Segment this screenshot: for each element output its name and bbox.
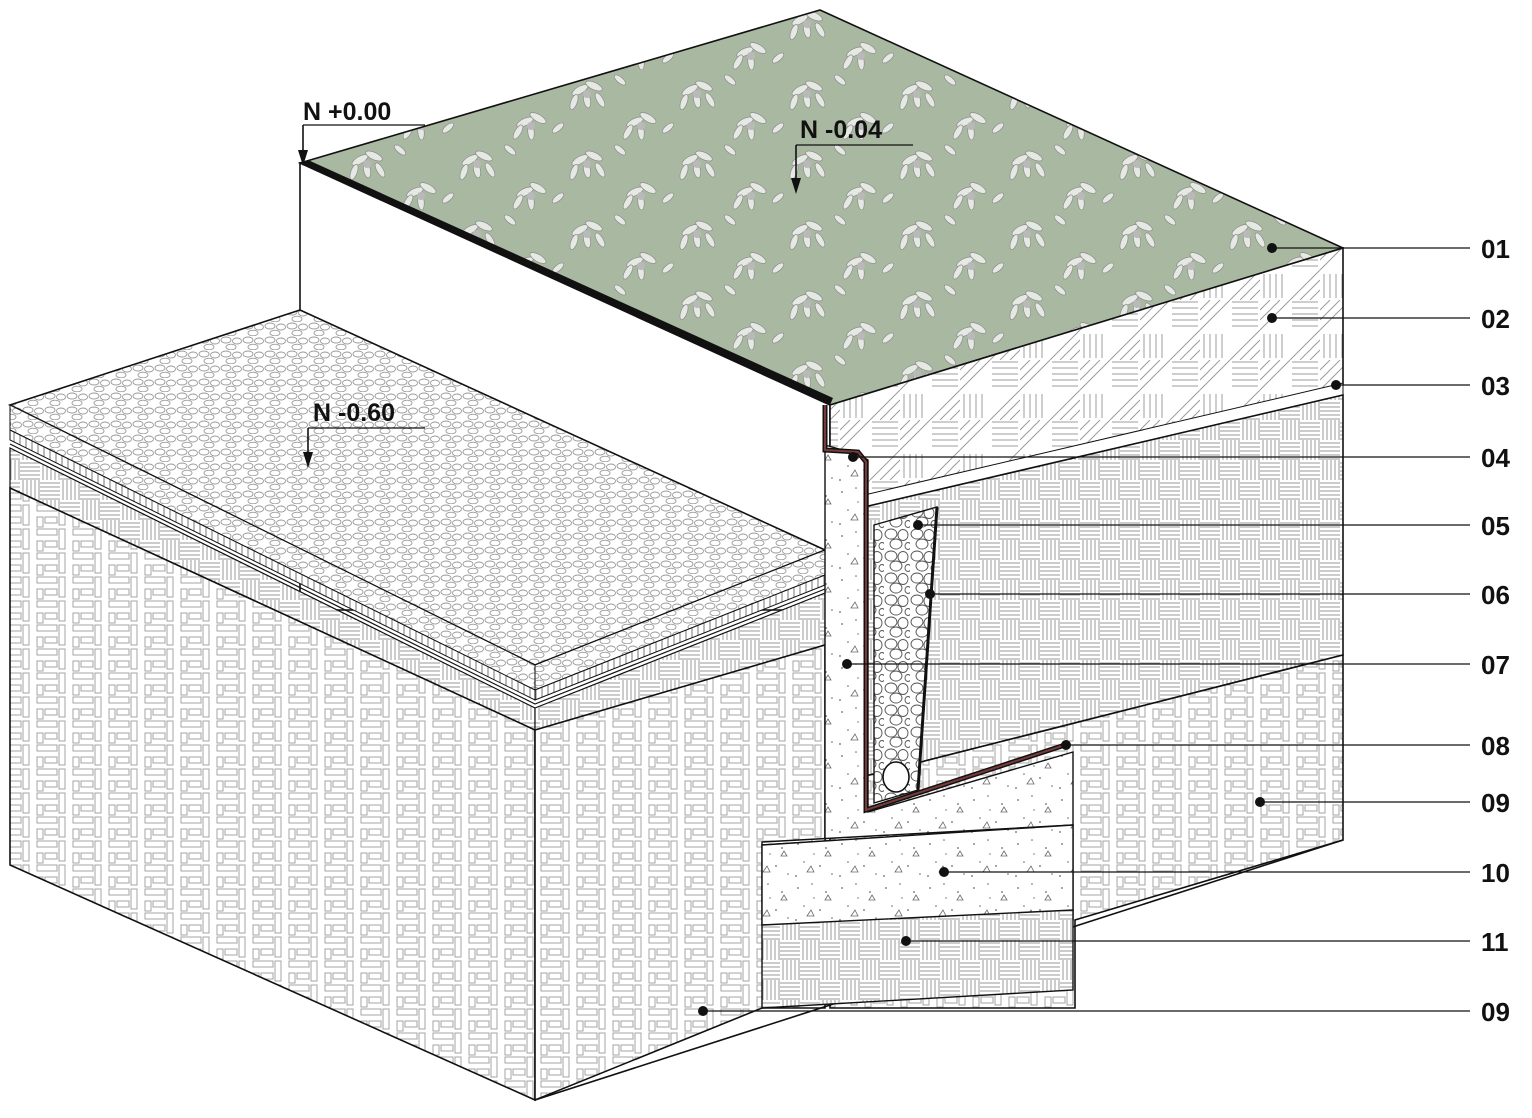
base-layer-11 [761,909,1074,1009]
level-text-n000: N +0.00 [303,98,391,126]
subsoil-left-front [534,643,826,1102]
callout-01: 01 [1267,234,1510,264]
callout-03: 03 [1331,371,1510,401]
svg-text:10: 10 [1481,858,1510,888]
callout-09-upper: 09 [1255,788,1510,818]
svg-text:08: 08 [1481,731,1510,761]
callout-02: 02 [1267,304,1510,334]
svg-text:03: 03 [1481,371,1510,401]
svg-text:09: 09 [1481,997,1510,1027]
svg-text:09: 09 [1481,788,1510,818]
planting-edge [300,160,833,405]
svg-text:06: 06 [1481,580,1510,610]
svg-text:01: 01 [1481,234,1510,264]
callout-06: 06 [925,580,1510,610]
svg-text:05: 05 [1481,511,1510,541]
level-marker-n004: N -0.04 [791,116,913,194]
callout-08: 08 [1061,731,1510,761]
svg-text:07: 07 [1481,650,1510,680]
drainage-sheet [916,506,939,791]
level-text-n004: N -0.04 [800,116,882,144]
level-marker-n060: N -0.60 [303,399,425,468]
level-text-n060: N -0.60 [313,399,395,427]
callout-11: 11 [901,927,1509,957]
drain-pipe [882,761,910,793]
svg-text:11: 11 [1481,927,1509,957]
callout-10: 10 [939,858,1510,888]
svg-text:02: 02 [1481,304,1510,334]
level-marker-n000: N +0.00 [298,98,425,166]
callout-05: 05 [913,511,1510,541]
svg-text:04: 04 [1481,443,1510,473]
callout-04: 04 [848,443,1510,473]
callout-09-lower: 09 [698,997,1510,1027]
callout-07: 07 [842,650,1510,680]
